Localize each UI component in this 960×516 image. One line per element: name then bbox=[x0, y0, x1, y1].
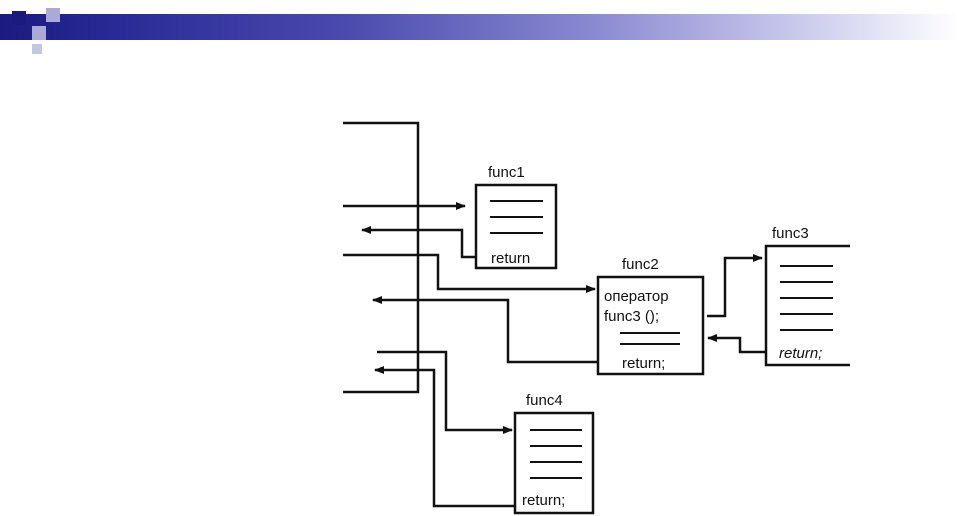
func2-statement: оператор bbox=[604, 288, 669, 305]
func2-call-func3: func3 (); bbox=[604, 308, 659, 325]
func3-label: func3 bbox=[772, 225, 809, 242]
func1-box bbox=[474, 183, 558, 270]
header-bar bbox=[0, 14, 960, 40]
call-func3-arrow bbox=[707, 254, 763, 318]
func4-return: return; bbox=[522, 492, 565, 509]
return-func2-arrow bbox=[372, 296, 620, 364]
func4-label: func4 bbox=[526, 392, 563, 409]
return-func1-arrow bbox=[361, 226, 490, 259]
func2-return: return; bbox=[622, 355, 665, 372]
return-func4-arrow bbox=[374, 366, 520, 508]
func1-label: func1 bbox=[488, 164, 525, 181]
func2-box bbox=[596, 275, 705, 376]
header-decor-square-2 bbox=[32, 26, 46, 40]
return-func3-arrow bbox=[707, 334, 778, 354]
func4-box bbox=[513, 411, 595, 515]
func3-box bbox=[764, 244, 850, 367]
call-func4-arrow bbox=[377, 350, 513, 434]
header-decor-square-4 bbox=[32, 44, 42, 54]
func2-label: func2 bbox=[622, 256, 659, 273]
func1-return: return bbox=[491, 250, 530, 267]
func3-return: return; bbox=[779, 345, 822, 362]
header-decor-square-3 bbox=[46, 8, 60, 22]
call-func2-arrow bbox=[343, 253, 596, 293]
main-program-line bbox=[343, 121, 420, 394]
header-decor-square-1 bbox=[12, 11, 26, 25]
